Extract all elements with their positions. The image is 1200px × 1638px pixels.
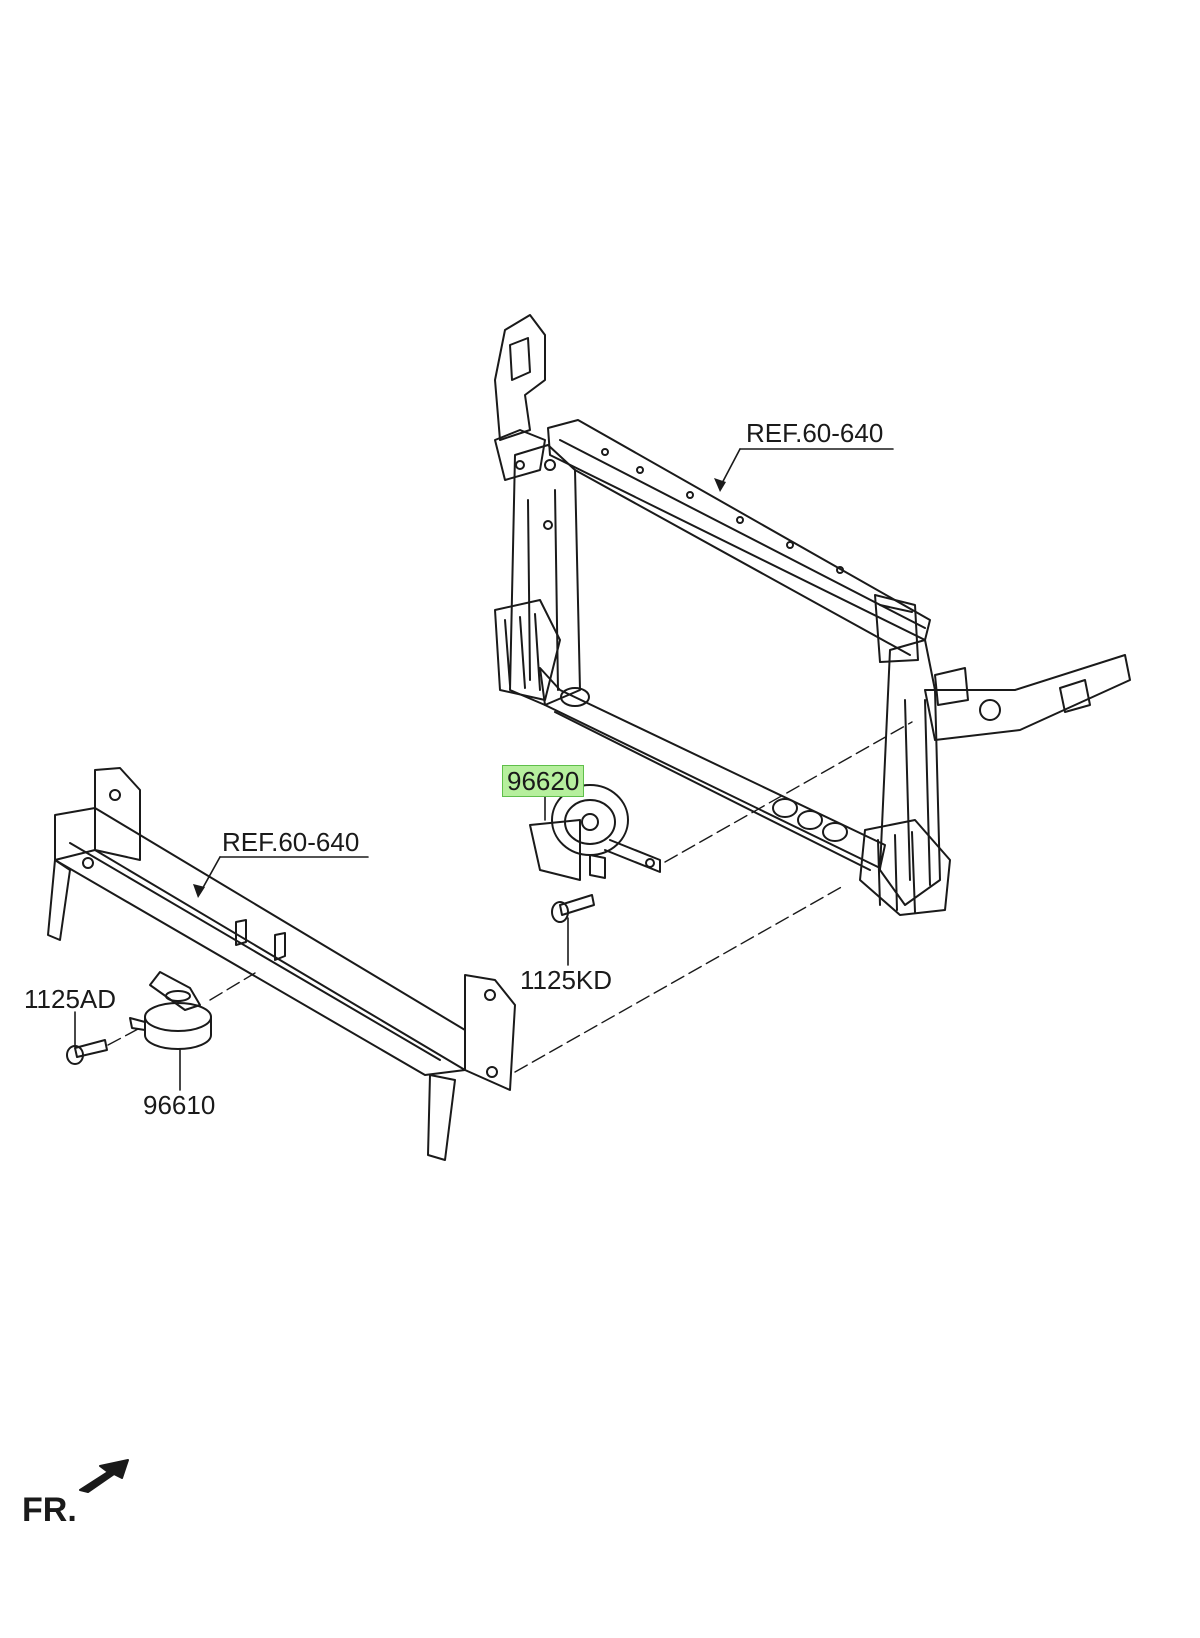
part-label-1125KD[interactable]: 1125KD: [520, 965, 613, 995]
part-label-96620[interactable]: 96620: [502, 765, 585, 797]
leader-lines: [74, 448, 894, 1091]
bumper-beam: [47, 767, 516, 1161]
bolt-1125AD-drawing: [66, 1039, 108, 1065]
horn-96610-drawing: [129, 971, 212, 1050]
ref-label-beam: REF.60-640: [222, 827, 360, 857]
front-label: FR.: [22, 1491, 77, 1529]
radiator-support-frame: [494, 314, 1131, 916]
part-label-96610[interactable]: 96610: [143, 1090, 216, 1120]
ref-label-frame: REF.60-640: [746, 418, 884, 448]
front-arrow-icon: [79, 1459, 129, 1493]
bolt-1125KD-drawing: [551, 894, 595, 923]
part-label-1125AD[interactable]: 1125AD: [24, 984, 117, 1014]
alignment-lines: [107, 721, 913, 1073]
horn-96620-drawing: [529, 784, 661, 881]
